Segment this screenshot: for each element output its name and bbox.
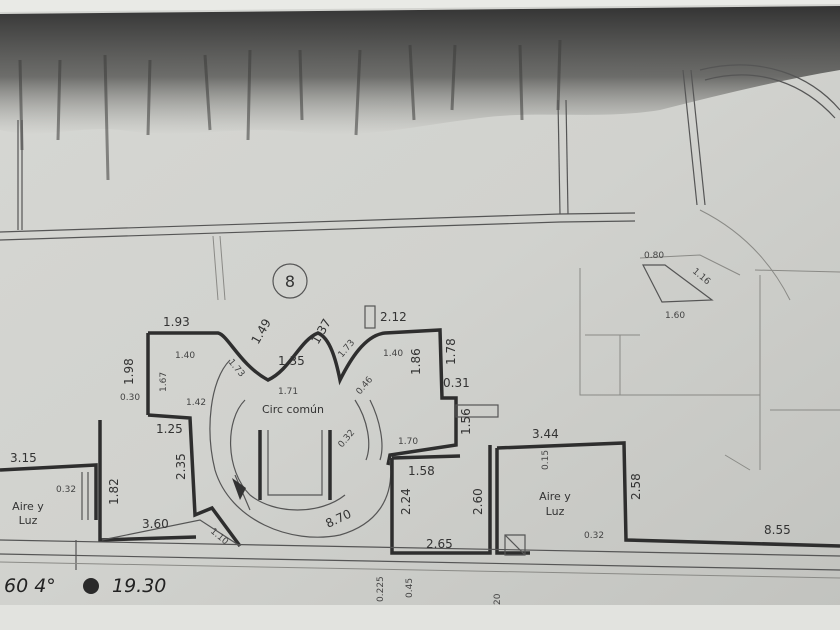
dim-label: 2.12 (380, 310, 407, 324)
dim-label: 0.45 (405, 578, 415, 598)
dim-label: 1.86 (409, 348, 423, 375)
bottom-strip (0, 605, 840, 630)
dim-label: 0.80 (644, 251, 664, 261)
dim-label: 0.30 (120, 393, 140, 403)
aire-luz-left-line2: Luz (19, 514, 38, 527)
upper-walls (0, 64, 840, 301)
dim-label: 1.58 (408, 464, 435, 478)
aire-luz-mid-line1: Aire y (539, 490, 571, 503)
aire-luz-mid-line2: Luz (546, 505, 565, 518)
dim-label: 1.56 (459, 408, 473, 435)
dim-label: 2.60 (471, 488, 485, 515)
dim-label: 1.98 (122, 358, 136, 385)
dim-label: 3.15 (10, 451, 37, 465)
dim-label: 1.40 (383, 349, 403, 359)
dim-label: 1.93 (163, 315, 190, 329)
circulation-core (146, 305, 499, 548)
right-faint-lines (579, 254, 840, 471)
circ-comun-label: Circ común (262, 403, 324, 416)
dim-label: 8.55 (764, 523, 791, 537)
aire-luz-left-line1: Aire y (12, 500, 44, 513)
dimension-labels: 3.15 1.93 1.98 1.40 1.42 1.67 1.49 1.37 … (10, 251, 791, 605)
handwritten-value: 19.30 (112, 575, 166, 597)
dim-label: 1.60 (665, 311, 685, 321)
dim-label: 0.32 (56, 485, 76, 495)
dim-label: 0.225 (376, 576, 386, 602)
dim-label: 1.25 (156, 422, 183, 436)
mid-light-well (495, 441, 840, 556)
dim-label: 1.70 (398, 437, 418, 447)
left-light-well (0, 420, 241, 570)
toner-streaks (18, 39, 562, 181)
dim-label: 0.32 (584, 531, 604, 541)
dim-label: 2.35 (174, 453, 188, 480)
dim-label: 1.42 (186, 398, 206, 408)
middle-room (390, 445, 492, 555)
dim-label: 2.65 (426, 537, 453, 551)
dim-label: 1.67 (159, 372, 169, 392)
dim-label: 0.31 (443, 376, 470, 390)
dim-label: 2.58 (629, 473, 643, 500)
dim-label: 2.24 (399, 488, 413, 515)
dim-label: 1.40 (175, 351, 195, 361)
north-arrow-icon (83, 578, 99, 594)
toner-smudge (0, 6, 840, 135)
dim-label: 1.78 (444, 338, 458, 365)
dim-label: 1.71 (278, 387, 298, 397)
unit-number-circle (272, 263, 308, 299)
bottom-edge-lines (0, 539, 840, 579)
dim-label: 1.35 (278, 354, 305, 368)
dim-label: 3.44 (532, 427, 559, 441)
handwritten-angle: 60 4° (4, 575, 56, 597)
dim-label: 0.15 (541, 450, 551, 470)
unit-number: 8 (285, 272, 295, 291)
dim-label: 20 (493, 593, 503, 605)
dim-label: 1.82 (107, 478, 121, 505)
dim-label: 3.60 (142, 517, 169, 531)
paper-sheet (0, 4, 840, 612)
